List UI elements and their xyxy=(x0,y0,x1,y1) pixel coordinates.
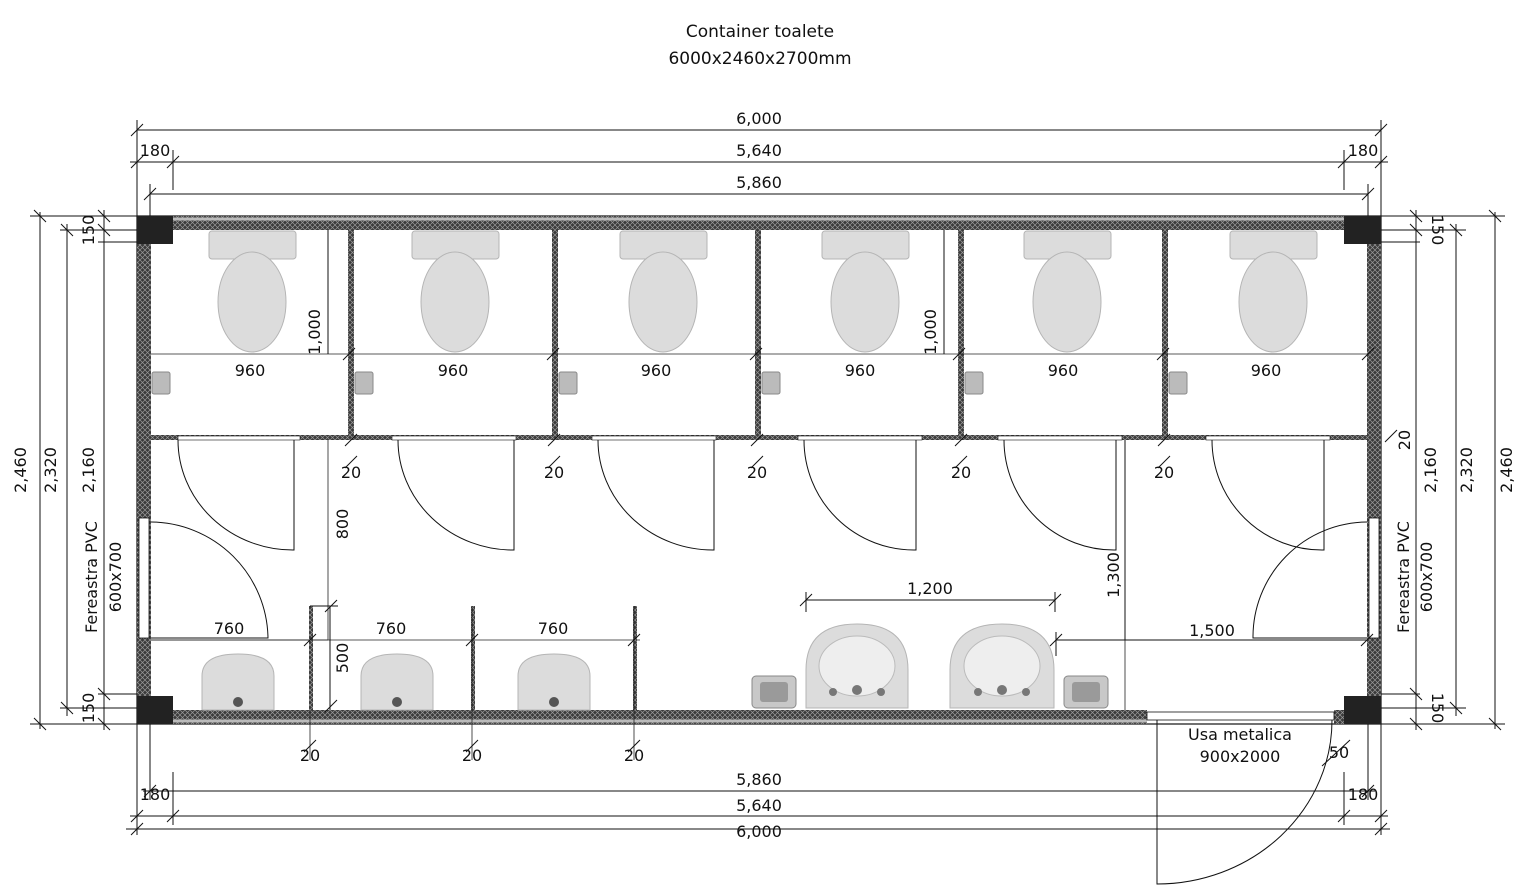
right-dimensions: 2,460 2,320 2,160 150 150 Fereastra PVC … xyxy=(1378,209,1516,731)
cabin-width-labels: 960 960 960 960 960 960 1,000 1,000 xyxy=(235,230,1375,380)
dim-bottom-end-right: 180 xyxy=(1348,785,1379,804)
toilet-icon xyxy=(619,230,708,353)
sink-icon xyxy=(805,623,909,709)
window-label-left: Fereastra PVC xyxy=(82,521,101,633)
toilet-icon xyxy=(821,230,910,353)
door-offset-label: 50 xyxy=(1329,743,1349,762)
urinal-icon xyxy=(517,653,591,711)
dispenser-icon xyxy=(1063,675,1109,709)
dim-bottom-frame: 5,860 xyxy=(736,770,782,789)
dim-top-overall: 6,000 xyxy=(736,109,782,128)
partition-labels: 20 20 20 20 20 20 800 xyxy=(333,429,1414,540)
dim-left-mid: 2,320 xyxy=(41,447,60,493)
partition-label: 20 xyxy=(624,746,644,765)
partition-label: 20 xyxy=(747,463,767,482)
toilet-icon xyxy=(411,230,500,353)
door-size-label: 900x2000 xyxy=(1200,747,1281,766)
partition-label: 20 xyxy=(544,463,564,482)
cabin-width-label: 960 xyxy=(845,361,876,380)
partition-label: 20 xyxy=(1395,430,1414,450)
cabin-depth-label: 1,000 xyxy=(921,309,940,355)
title-line-2: 6000x2460x2700mm xyxy=(668,49,851,69)
sink-icon xyxy=(949,623,1055,709)
entry-width-label: 1,500 xyxy=(1189,621,1235,640)
corridor-label: 800 xyxy=(333,509,352,540)
top-dimensions: 6,000 5,640 180 180 5,860 xyxy=(130,109,1388,222)
partition-label: 20 xyxy=(300,746,320,765)
urinal-depth-label: 500 xyxy=(333,643,352,674)
urinal-icon xyxy=(201,653,275,711)
urinal-icon xyxy=(360,653,434,711)
dim-left-outer: 2,460 xyxy=(11,447,30,493)
dim-right-bottom-150: 150 xyxy=(1428,693,1447,724)
cabin-width-label: 960 xyxy=(235,361,266,380)
partition-label: 20 xyxy=(341,463,361,482)
dim-bottom-inner: 5,640 xyxy=(736,796,782,815)
dim-top-end-right: 180 xyxy=(1348,141,1379,160)
urinal-width-label: 760 xyxy=(214,619,245,638)
partition-label: 20 xyxy=(462,746,482,765)
toilet-icon xyxy=(1023,230,1112,353)
left-dimensions: 2,460 2,320 2,160 150 150 Fereastra PVC … xyxy=(11,209,140,731)
paper-holders xyxy=(151,371,1188,395)
window-label-right: Fereastra PVC xyxy=(1394,521,1413,633)
dim-top-inner: 5,640 xyxy=(736,141,782,160)
entry-depth-label: 1,300 xyxy=(1104,552,1123,598)
dim-left-inner: 2,160 xyxy=(79,447,98,493)
bottom-dimensions: 5,860 5,640 180 180 6,000 xyxy=(126,723,1390,841)
dim-bottom-overall: 6,000 xyxy=(736,822,782,841)
urinal-width-label: 760 xyxy=(538,619,569,638)
cabin-width-label: 960 xyxy=(1048,361,1079,380)
dispenser-icon xyxy=(751,675,797,709)
dim-bottom-end-left: 180 xyxy=(140,785,171,804)
sink-span-label: 1,200 xyxy=(907,579,953,598)
dim-top-frame: 5,860 xyxy=(736,173,782,192)
window-size-left: 600x700 xyxy=(106,542,125,613)
cabin-doors xyxy=(150,435,1368,885)
dim-top-end-left: 180 xyxy=(140,141,171,160)
dim-right-top-150: 150 xyxy=(1428,215,1447,246)
entry-area: 1,300 1,500 Usa metalica 900x2000 50 xyxy=(1049,440,1374,767)
urinal-width-label: 760 xyxy=(376,619,407,638)
door-label: Usa metalica xyxy=(1188,725,1292,744)
partition-label: 20 xyxy=(951,463,971,482)
toilet-icon xyxy=(208,230,297,353)
urinal-area: 760 760 760 500 20 20 20 xyxy=(201,599,644,765)
cabin-width-label: 960 xyxy=(1251,361,1282,380)
title-line-1: Container toalete xyxy=(686,22,834,42)
dim-left-bottom-150: 150 xyxy=(79,693,98,724)
dim-left-top-150: 150 xyxy=(79,215,98,246)
dim-right-inner: 2,160 xyxy=(1421,447,1440,493)
dim-right-mid: 2,320 xyxy=(1457,447,1476,493)
cabin-width-label: 960 xyxy=(641,361,672,380)
partition-label: 20 xyxy=(1154,463,1174,482)
outer-walls xyxy=(136,215,1382,725)
cabin-depth-label: 1,000 xyxy=(305,309,324,355)
toilet-icon xyxy=(1229,230,1318,353)
window-size-right: 600x700 xyxy=(1417,542,1436,613)
dim-right-outer: 2,460 xyxy=(1497,447,1516,493)
cabin-width-label: 960 xyxy=(438,361,469,380)
toilets xyxy=(208,230,1318,353)
sink-area: 1,200 xyxy=(751,579,1109,709)
